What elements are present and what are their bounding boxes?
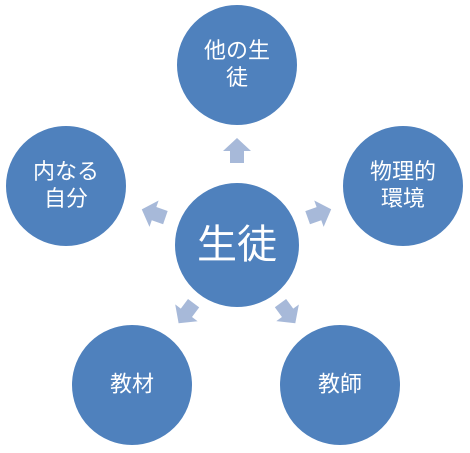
node-bottom-left-label-line: 教材 (110, 373, 154, 398)
node-right-circle (341, 124, 465, 248)
center-node-circle (173, 181, 301, 309)
node-bottom-right: 教師 (278, 323, 402, 447)
node-top-circle (175, 3, 299, 127)
node-left-label-line: 自分 (44, 187, 88, 212)
arrow-to-bottom-left (175, 298, 200, 324)
arrows-group (141, 138, 332, 324)
node-bottom-left: 教材 (70, 323, 194, 447)
node-right-label-line: 物理的 (370, 160, 436, 185)
node-top-label-line: 徒 (226, 66, 248, 91)
node-left-label-line: 内なる (33, 160, 99, 185)
node-right-label-line: 環境 (381, 187, 425, 212)
node-bottom-right-label-line: 教師 (318, 373, 362, 398)
arrow-to-bottom-right (274, 298, 299, 324)
center-node: 生徒 (173, 181, 301, 309)
node-left-circle (4, 124, 128, 248)
node-bottom-left-circle (70, 323, 194, 447)
node-top-label-line: 他の生 (204, 39, 270, 64)
node-bottom-right-circle (278, 323, 402, 447)
arrow-to-left (141, 200, 168, 227)
arrow-to-top (223, 138, 251, 163)
center-node-label-line: 生徒 (197, 222, 277, 268)
arrow-to-right (305, 200, 332, 227)
